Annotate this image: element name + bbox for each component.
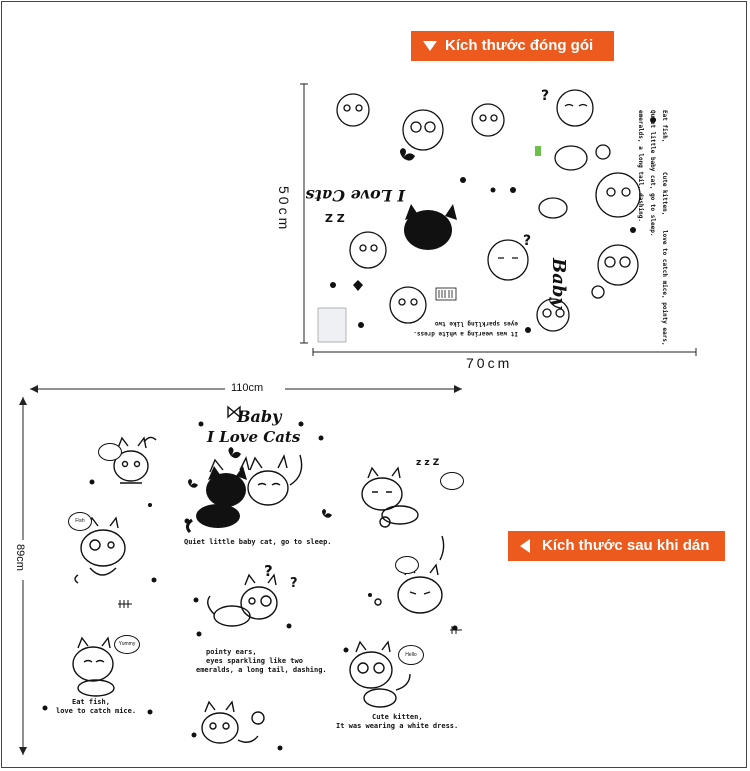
triangle-down-icon bbox=[423, 31, 437, 61]
svg-text:?: ? bbox=[264, 562, 273, 580]
sheet-doodles: I Love Cats Baby It was wearing a white … bbox=[305, 88, 668, 346]
decal-title-love: I Love Cats bbox=[207, 428, 301, 446]
svg-text:?: ? bbox=[523, 233, 531, 249]
svg-text:Eat fish,: Eat fish, bbox=[661, 110, 668, 143]
speech-bubble bbox=[395, 556, 419, 574]
sheet-width-label: 70cm bbox=[466, 355, 513, 371]
speech-bubble bbox=[98, 443, 122, 461]
sheet-height-label: 50cm bbox=[276, 186, 292, 233]
applied-width-label: 110cm bbox=[231, 382, 264, 394]
packaging-size-label: Kích thước đóng gói bbox=[411, 31, 614, 61]
caption-quiet: Quiet little baby cat, go to sleep. bbox=[184, 538, 332, 546]
packaging-size-text: Kích thước đóng gói bbox=[445, 37, 594, 54]
triangle-left-icon bbox=[520, 531, 530, 561]
caption-fish-2: love to catch mice. bbox=[56, 707, 137, 715]
caption-pointy-1: pointy ears, bbox=[206, 648, 257, 656]
decal-title-baby: Baby bbox=[237, 407, 282, 426]
svg-text:?: ? bbox=[541, 88, 549, 104]
bubble-yummy: Yummy bbox=[114, 635, 140, 654]
svg-text:emeralds, a long tail, dashing: emeralds, a long tail, dashing. bbox=[637, 110, 644, 222]
caption-pointy-3: emeralds, a long tail, dashing. bbox=[196, 666, 327, 674]
caption-kitten-1: Cute kitten, bbox=[372, 713, 423, 721]
sheet-title-love: I Love Cats bbox=[305, 186, 406, 205]
caption-fish-1: Eat fish, bbox=[72, 698, 110, 706]
svg-text:Z Z: Z Z bbox=[325, 212, 345, 225]
svg-text:Cute kitten,: Cute kitten, bbox=[661, 172, 668, 215]
sheet-title-baby: Baby bbox=[548, 257, 569, 309]
sticker-sheet: I Love Cats Baby It was wearing a white … bbox=[305, 80, 696, 346]
bubble-hello: Hello bbox=[398, 645, 424, 665]
svg-text:?: ? bbox=[290, 576, 298, 591]
svg-text:It was wearing a white dress.: It was wearing a white dress. bbox=[413, 330, 518, 337]
applied-size-label: Kích thước sau khi dán bbox=[508, 531, 725, 561]
speech-bubble bbox=[440, 472, 464, 490]
applied-size-text: Kích thước sau khi dán bbox=[542, 537, 710, 554]
svg-text:eyes sparkling like two: eyes sparkling like two bbox=[435, 320, 518, 327]
svg-text:love to catch mice, pointy ear: love to catch mice, pointy ears, bbox=[661, 230, 668, 346]
caption-kitten-2: It was wearing a white dress. bbox=[336, 722, 459, 730]
sleep-z-text: z z Z bbox=[416, 458, 440, 468]
caption-pointy-2: eyes sparkling like two bbox=[206, 657, 303, 665]
svg-text:Quiet little baby cat, go to s: Quiet little baby cat, go to sleep. bbox=[649, 110, 656, 236]
applied-height-label: 89cm bbox=[14, 544, 26, 571]
bubble-fish: Fish bbox=[68, 512, 92, 531]
